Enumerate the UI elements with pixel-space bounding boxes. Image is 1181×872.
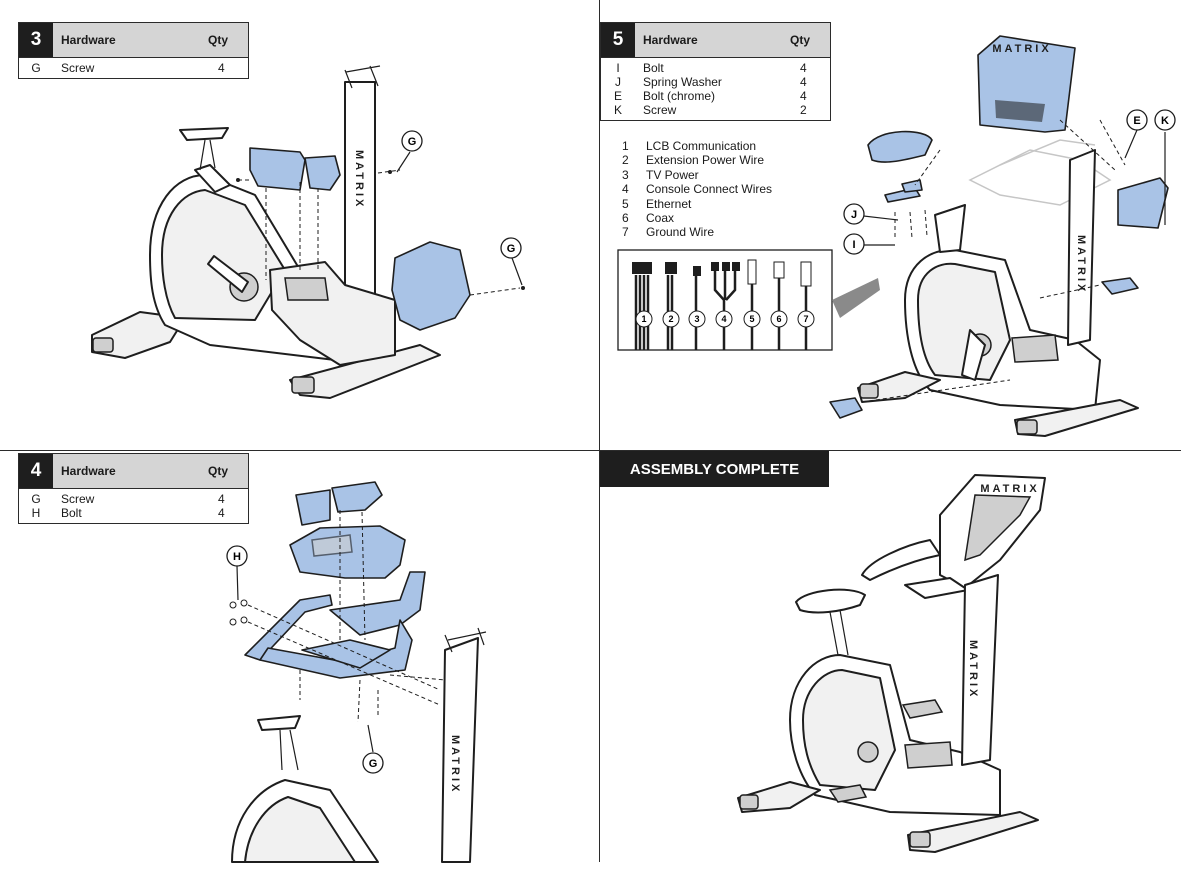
hardware-qty: 4 [800,61,807,75]
hardware-name: Bolt [643,61,664,75]
step5-callout-e: E [1133,115,1140,127]
wire-label: Ethernet [646,196,692,211]
vertical-divider [599,0,600,862]
connector-number: 4 [721,314,726,324]
wire-number: 3 [622,167,629,182]
list-item: 4 Console Connect Wires [614,182,772,196]
connector-number: 1 [641,314,646,324]
step3-table-header: 3 Hardware Qty [19,23,248,58]
step5-callout-k: K [1161,115,1169,127]
wire-number: 2 [622,153,629,168]
hardware-name: Spring Washer [643,75,722,89]
hardware-name: Screw [61,492,95,506]
step3-callout-g2: G [507,243,516,255]
complete-bike-illustration: MATRIX MATRIX [737,474,1046,853]
connector-number: 2 [668,314,673,324]
hardware-name: Screw [61,61,95,75]
hardware-qty: 2 [800,103,807,117]
hardware-qty: 4 [800,75,807,89]
wire-list: 1 LCB Communication 2 Extension Power Wire… [614,139,772,240]
step3-brand-label: MATRIX [353,150,365,209]
horizontal-divider [0,450,1181,451]
hardware-code: E [613,89,622,103]
complete-console-brand: MATRIX [980,483,1039,495]
step5-wire-connector-diagram: 1 2 3 4 5 6 7 [617,249,880,351]
assembly-complete-banner: ASSEMBLY COMPLETE [600,451,829,487]
list-item: 3 TV Power [614,168,772,182]
list-item: 5 Ethernet [614,197,772,211]
step3-hardware-table: 3 Hardware Qty G Screw 4 [18,22,249,79]
step4-hardware-heading: Hardware [61,464,116,478]
step5-callout-i: I [852,239,855,251]
step5-table-header: 5 Hardware Qty [601,23,830,58]
table-row: H Bolt 4 [19,506,248,520]
step5-bike-illustration: MATRIX MATRIX E K J [829,35,1176,437]
connector-number: 5 [749,314,754,324]
step3-bike-illustration: MATRIX G G [91,65,525,399]
step4-callout-h: H [233,551,241,563]
step5-callout-j: J [851,209,857,221]
table-row: K Screw 2 [601,103,830,117]
step5-qty-heading: Qty [790,33,811,47]
hardware-qty: 4 [218,506,225,520]
step5-brand-label: MATRIX [1075,235,1087,294]
step5-number: 5 [601,23,635,57]
wire-label: Console Connect Wires [646,182,773,197]
table-row: G Screw 4 [19,61,248,75]
wire-number: 5 [622,196,629,211]
complete-brand-label: MATRIX [967,640,979,699]
hardware-name: Bolt [61,506,82,520]
step4-qty-heading: Qty [208,464,229,478]
hardware-code: I [616,61,620,75]
wire-label: Extension Power Wire [646,153,765,168]
list-item: 7 Ground Wire [614,225,772,239]
connector-number: 6 [776,314,781,324]
wire-label: TV Power [646,167,699,182]
step4-assembly-illustration: MATRIX H G [226,481,487,863]
table-row: E Bolt (chrome) 4 [601,89,830,103]
wire-label: Coax [646,211,675,226]
step5-console-brand: MATRIX [992,43,1051,55]
step5-hardware-table: 5 Hardware Qty I Bolt 4 J Spring Washer … [600,22,831,121]
step3-qty-heading: Qty [208,33,229,47]
hardware-code: J [615,75,621,89]
callout-circle [401,130,423,152]
wire-number: 4 [622,182,629,197]
wire-label: LCB Communication [646,139,757,153]
wire-label: Ground Wire [646,225,715,240]
step3-callout-g1: G [408,136,417,148]
callout-circle [500,237,522,259]
list-item: 6 Coax [614,211,772,225]
step4-table-header: 4 Hardware Qty [19,454,248,489]
step4-hardware-table: 4 Hardware Qty G Screw 4 H Bolt 4 [18,453,249,524]
table-row: I Bolt 4 [601,61,830,75]
wire-number: 7 [622,225,629,240]
hardware-name: Bolt (chrome) [643,89,716,103]
list-item: 2 Extension Power Wire [614,153,772,167]
connector-number: 7 [803,314,808,324]
step4-number: 4 [19,454,53,488]
step4-brand-label: MATRIX [449,735,461,794]
hardware-qty: 4 [800,89,807,103]
connector-number: 3 [694,314,699,324]
step5-hardware-heading: Hardware [643,33,698,47]
wire-number: 1 [622,139,629,153]
table-row: G Screw 4 [19,492,248,506]
table-row: J Spring Washer 4 [601,75,830,89]
hardware-code: K [613,103,622,117]
hardware-name: Screw [643,103,677,117]
list-item: 1 LCB Communication [614,139,772,153]
hardware-code: G [31,61,41,75]
hardware-code: G [31,492,41,506]
step4-callout-g: G [369,758,378,770]
hardware-qty: 4 [218,492,225,506]
step3-hardware-heading: Hardware [61,33,116,47]
wire-number: 6 [622,211,629,226]
step3-number: 3 [19,23,53,57]
hardware-code: H [31,506,41,520]
hardware-qty: 4 [218,61,225,75]
